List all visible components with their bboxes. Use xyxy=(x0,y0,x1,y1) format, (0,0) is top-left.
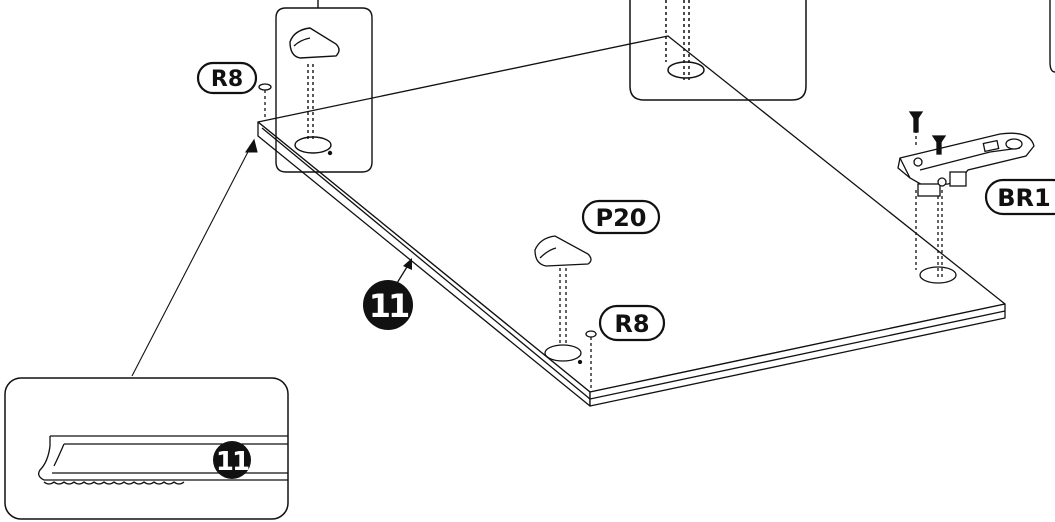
detail-part-11-text: 11 xyxy=(216,447,249,477)
callout-box-top-center xyxy=(629,0,807,101)
leader-line-detail xyxy=(131,138,258,377)
label-r8-top-text: R8 xyxy=(211,67,243,92)
label-p20-text: P20 xyxy=(596,204,647,232)
detail-box-edge-profile: 11 xyxy=(4,377,289,520)
label-r8-bottom: R8 xyxy=(598,304,666,342)
part-11-marker: 11 xyxy=(363,258,413,330)
hinge-br1 xyxy=(897,111,1035,284)
pin-r8-bottom xyxy=(585,330,597,388)
shelf-support-p20 xyxy=(534,235,592,365)
callout-box-top-left xyxy=(275,0,373,173)
label-br1: BR1 xyxy=(984,178,1055,216)
label-r8-bottom-text: R8 xyxy=(614,310,649,338)
part-11-text: 11 xyxy=(369,287,409,325)
pin-r8-top xyxy=(258,83,272,118)
label-br1-text: BR1 xyxy=(997,184,1050,212)
label-p20: P20 xyxy=(581,199,661,235)
label-r8-top: R8 xyxy=(196,61,258,95)
callout-box-right xyxy=(1049,0,1055,73)
